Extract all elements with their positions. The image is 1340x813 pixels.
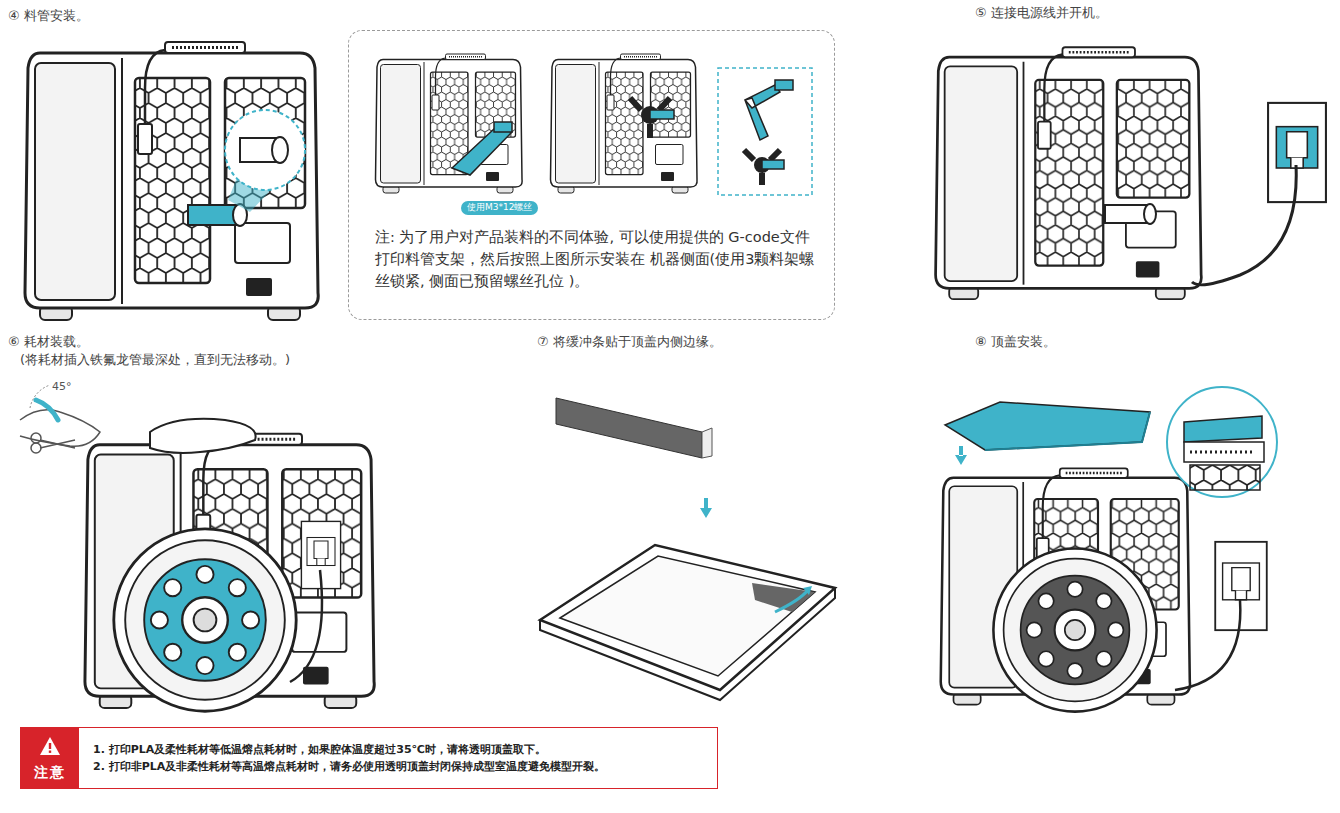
step-note: (将耗材插入铁氟龙管最深处，直到无法移动。): [20, 352, 290, 369]
warning-badge: 注意: [21, 728, 79, 788]
angle-label: 45°: [52, 380, 72, 394]
screw-tag: 使用M3*12螺丝: [461, 201, 538, 215]
note-box: 注: 为了用户对产品装料的不同体验, 可以使用提供的 G-code文件打印料管支…: [348, 30, 835, 320]
step-title: ⑥ 耗材装载。: [8, 334, 89, 351]
step-title: ⑧ 顶盖安装。: [975, 334, 1056, 351]
step-title: ⑦ 将缓冲条贴于顶盖内侧边缘。: [537, 334, 722, 351]
node-text: 1. 打印PLA及柔性耗材等低温熔点耗材时，如果腔体温度超过35℃时，请将透明顶…: [93, 742, 709, 759]
step-title: ⑤ 连接电源线并开机。: [975, 5, 1108, 22]
warning-icon: [39, 736, 61, 756]
step-title: ④ 料管安装。: [8, 8, 89, 25]
node-text: 使用M3*12螺丝: [467, 202, 532, 214]
node-text: 注: 为了用户对产品装料的不同体验, 可以使用提供的 G-code文件打印料管支…: [375, 227, 815, 292]
node-text: 2. 打印非PLA及非柔性耗材等高温熔点耗材时，请务必使用透明顶盖封闭保持成型室…: [93, 759, 709, 776]
warning-box: 1. 打印PLA及柔性耗材等低温熔点耗材时，如果腔体温度超过35℃时，请将透明顶…: [20, 727, 718, 789]
node-text: 注意: [21, 764, 79, 782]
